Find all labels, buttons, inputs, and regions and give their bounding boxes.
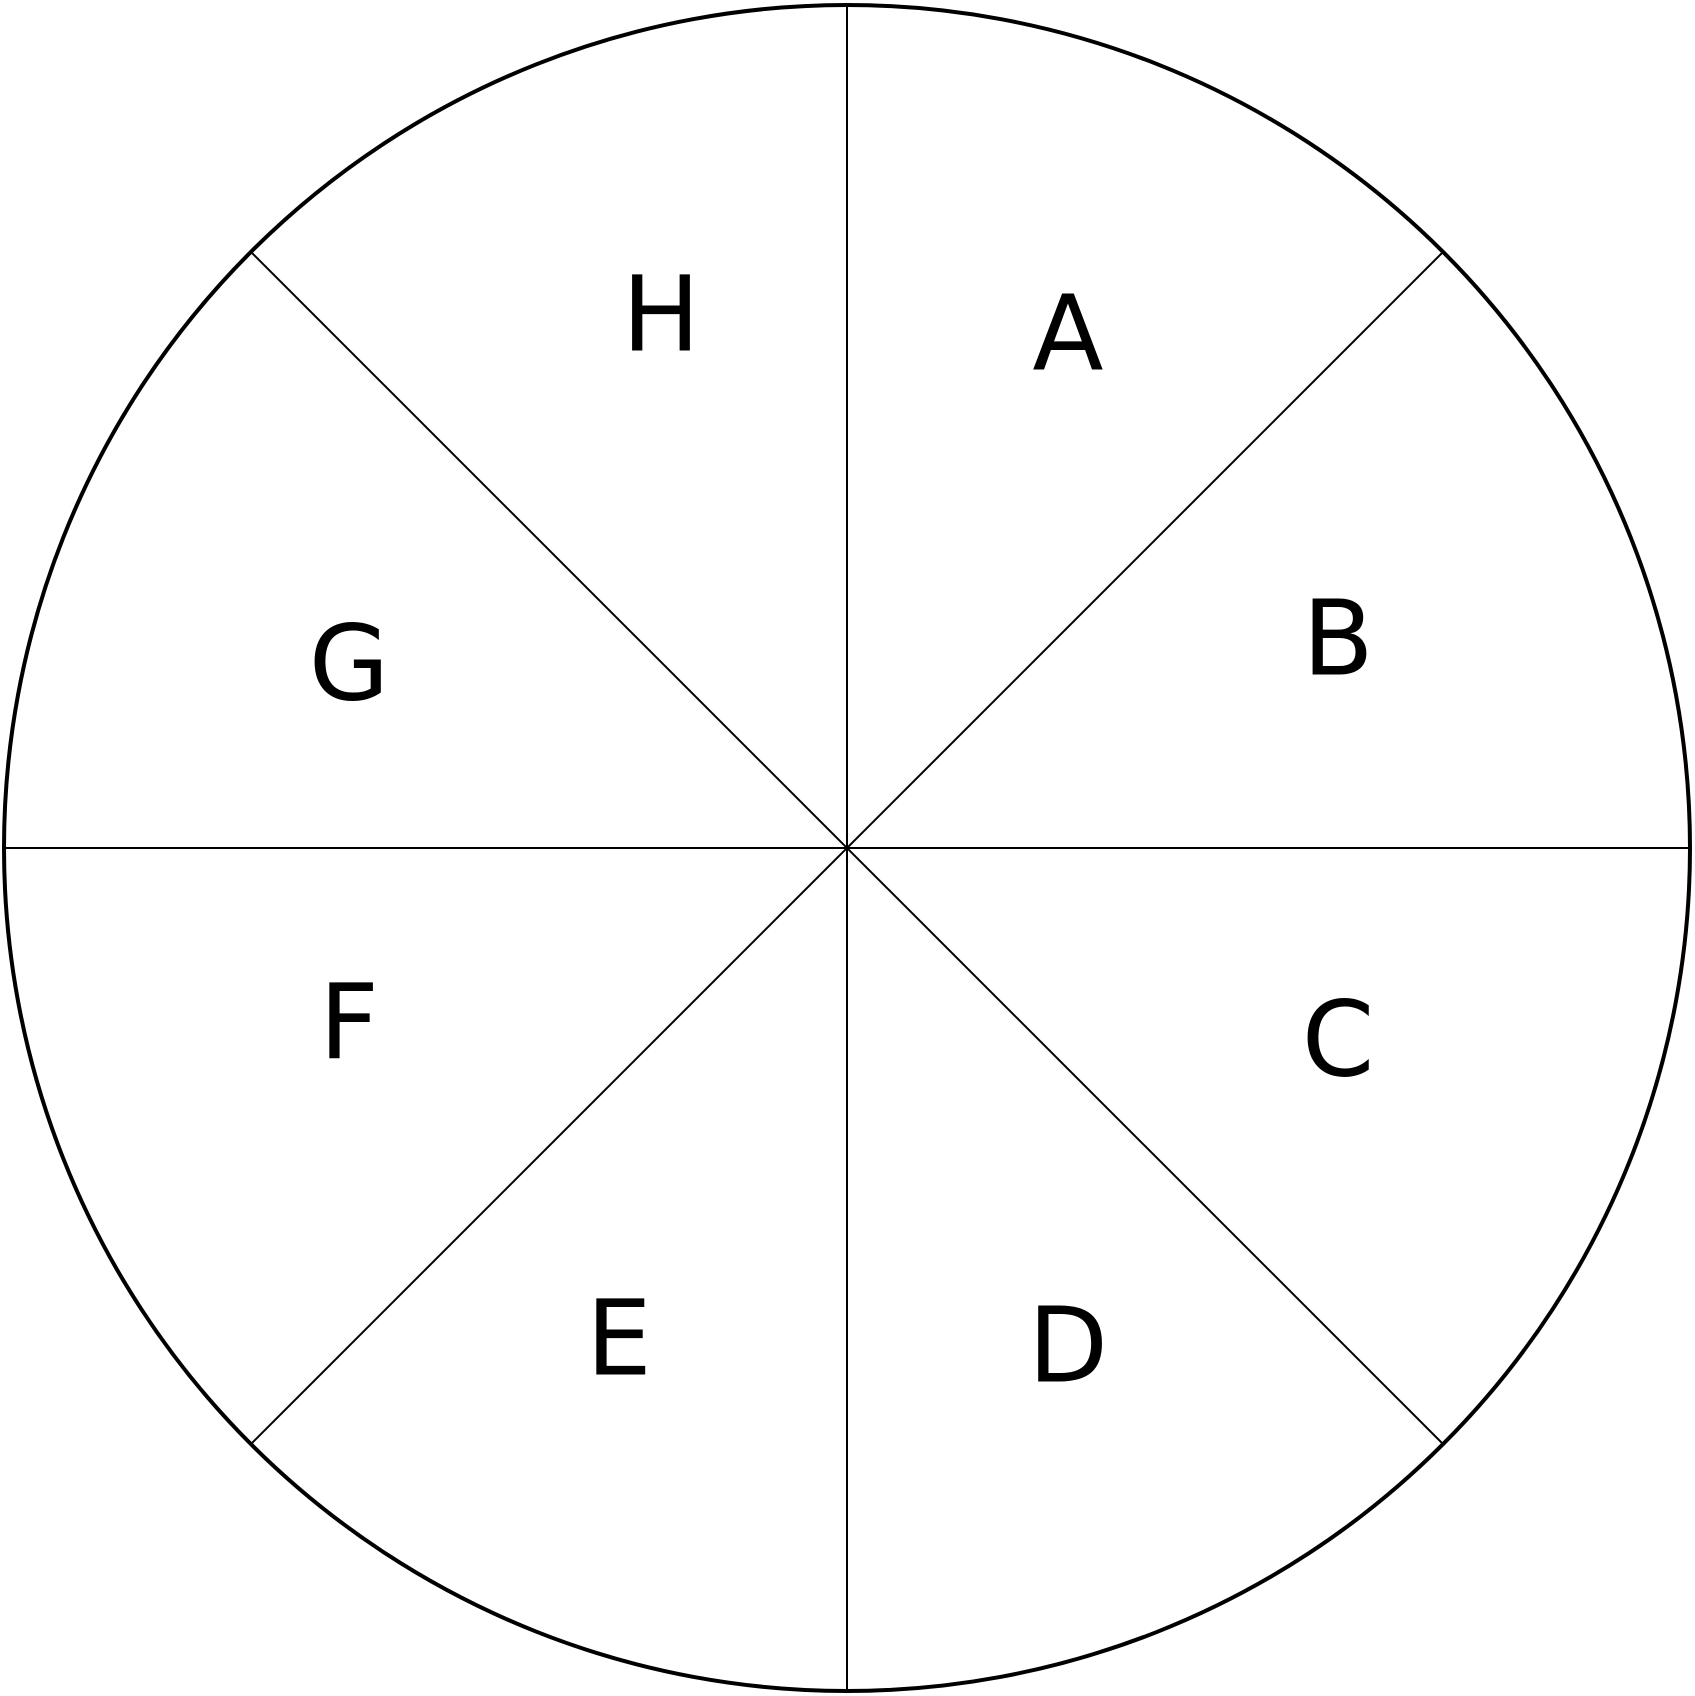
sector-label-g: G bbox=[309, 602, 390, 724]
sector-label-e: E bbox=[586, 1277, 652, 1399]
sector-label-b: B bbox=[1302, 577, 1373, 699]
sector-label-a: A bbox=[1032, 272, 1103, 394]
sector-label-h: H bbox=[622, 253, 700, 375]
sector-label-d: D bbox=[1028, 1284, 1108, 1406]
sector-label-f: F bbox=[319, 961, 379, 1083]
sector-label-c: C bbox=[1302, 978, 1375, 1100]
divider-diagonal-up bbox=[249, 250, 1445, 1446]
